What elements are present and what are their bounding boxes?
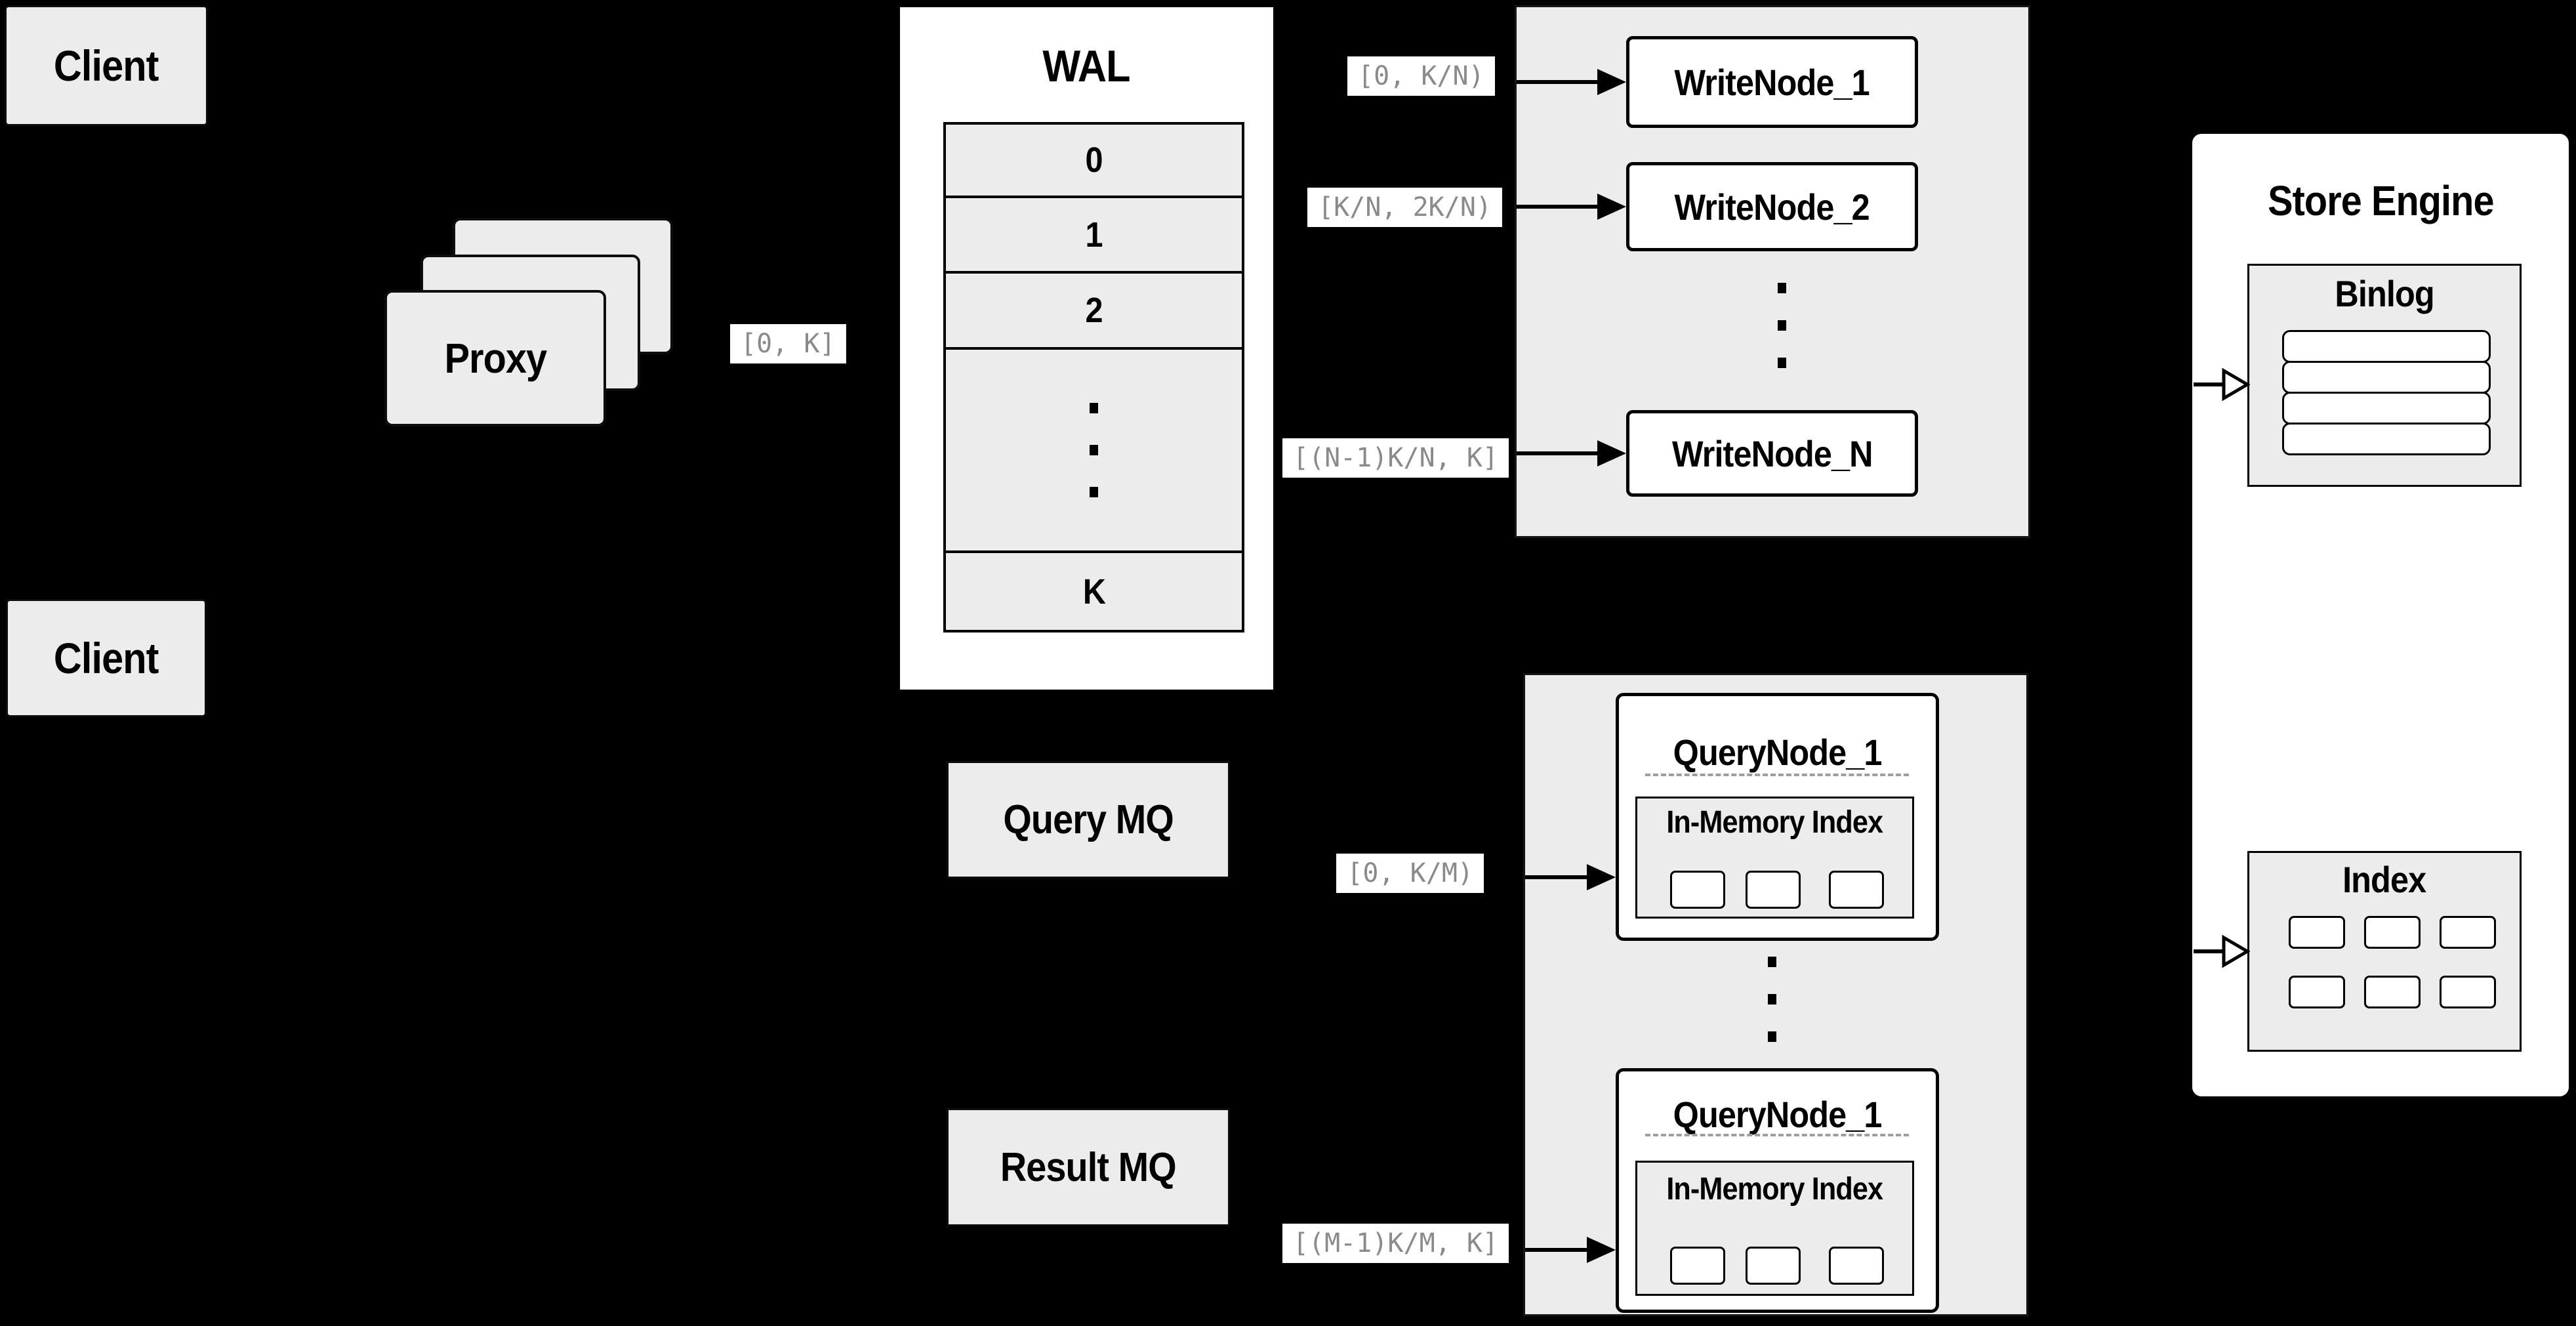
write-nodes-panel: WriteNode_1 WriteNode_2 WriteNode_N [1515,5,2030,538]
index-box: Index [2247,851,2522,1052]
range-label-proxy-wal: [0, K] [730,324,846,363]
binlog-row [2282,392,2491,425]
wal-box: WAL 0 1 2 K [897,5,1276,692]
index-chip [1670,1247,1725,1285]
store-engine-title: Store Engine [2267,177,2494,224]
client-box-top: Client [5,5,208,126]
write-node-box-2: WriteNode_2 [1626,162,1918,251]
open-arrow-right-icon [2194,368,2250,401]
query-node-box-2: QueryNode_1 In-Memory Index [1616,1068,1939,1313]
dashed-divider [1645,774,1909,776]
index-cell [2289,916,2345,949]
query-node-1-title: QueryNode_1 [1673,731,1883,773]
vertical-ellipsis-icon [1090,403,1098,497]
index-chip [1746,871,1801,909]
client-bottom-label: Client [54,634,159,682]
vertical-ellipsis-icon [1768,957,1776,1042]
range-label-writenode-1: [0, K/N) [1347,56,1495,96]
arrow-right-icon [1597,69,1626,95]
wal-ellipsis-row [943,347,1244,553]
index-chip [1829,1247,1884,1285]
range-label-writenode-2: [K/N, 2K/N) [1307,188,1502,227]
binlog-row [2282,423,2491,455]
index-cell [2364,916,2421,949]
index-chip [1670,871,1725,909]
index-cell [2364,976,2421,1008]
wal-segment-row-1: 1 [943,196,1244,274]
arrow-right-icon [1597,440,1626,466]
index-cell [2440,976,2496,1008]
index-chip [1746,1247,1801,1285]
binlog-row [2282,330,2491,363]
wal-segment-row-0: 0 [943,122,1244,198]
arrow-line [1517,205,1597,209]
arrow-line [1525,875,1587,879]
in-memory-index-box: In-Memory Index [1635,797,1914,919]
wal-segment-row-k: K [943,550,1244,632]
binlog-box: Binlog [2247,264,2522,487]
client-box-bottom: Client [6,599,207,717]
wal-segment-row-2: 2 [943,271,1244,350]
arrow-line [1517,80,1597,84]
index-cell [2289,976,2345,1008]
in-memory-index-title: In-Memory Index [1666,1171,1884,1207]
arrow-right-icon [1587,864,1616,890]
binlog-row [2282,361,2491,394]
query-nodes-panel: QueryNode_1 In-Memory Index QueryNode_1 [1523,673,2028,1316]
query-node-2-title: QueryNode_1 [1673,1093,1883,1135]
query-mq-box: Query MQ [947,761,1230,879]
index-title: Index [2342,858,2426,900]
proxy-label: Proxy [444,335,546,382]
write-node-box-n: WriteNode_N [1626,410,1918,497]
open-arrow-right-icon [2194,935,2250,968]
binlog-title: Binlog [2335,272,2434,314]
store-engine-box: Store Engine Binlog Index [2190,131,2571,1099]
result-mq-box: Result MQ [947,1108,1230,1226]
index-chip [1829,871,1884,909]
arrow-right-icon [1597,194,1626,220]
range-label-querynode-1: [0, K/M) [1336,854,1484,893]
vertical-ellipsis-icon [1778,283,1786,368]
wal-title: WAL [1042,41,1131,91]
index-cell [2440,916,2496,949]
arrow-line [1525,1248,1587,1252]
write-node-box-1: WriteNode_1 [1626,36,1918,128]
range-label-writenode-n: [(N-1)K/N, K] [1282,438,1509,478]
in-memory-index-title: In-Memory Index [1666,804,1884,840]
client-top-label: Client [54,41,159,90]
range-label-querynode-2: [(M-1)K/M, K] [1282,1224,1509,1263]
dashed-divider [1645,1134,1909,1136]
arrow-right-icon [1587,1237,1616,1263]
query-node-box-1: QueryNode_1 In-Memory Index [1616,693,1939,941]
arrow-line [1517,451,1597,455]
in-memory-index-box: In-Memory Index [1635,1161,1914,1296]
proxy-box: Proxy [384,290,606,426]
